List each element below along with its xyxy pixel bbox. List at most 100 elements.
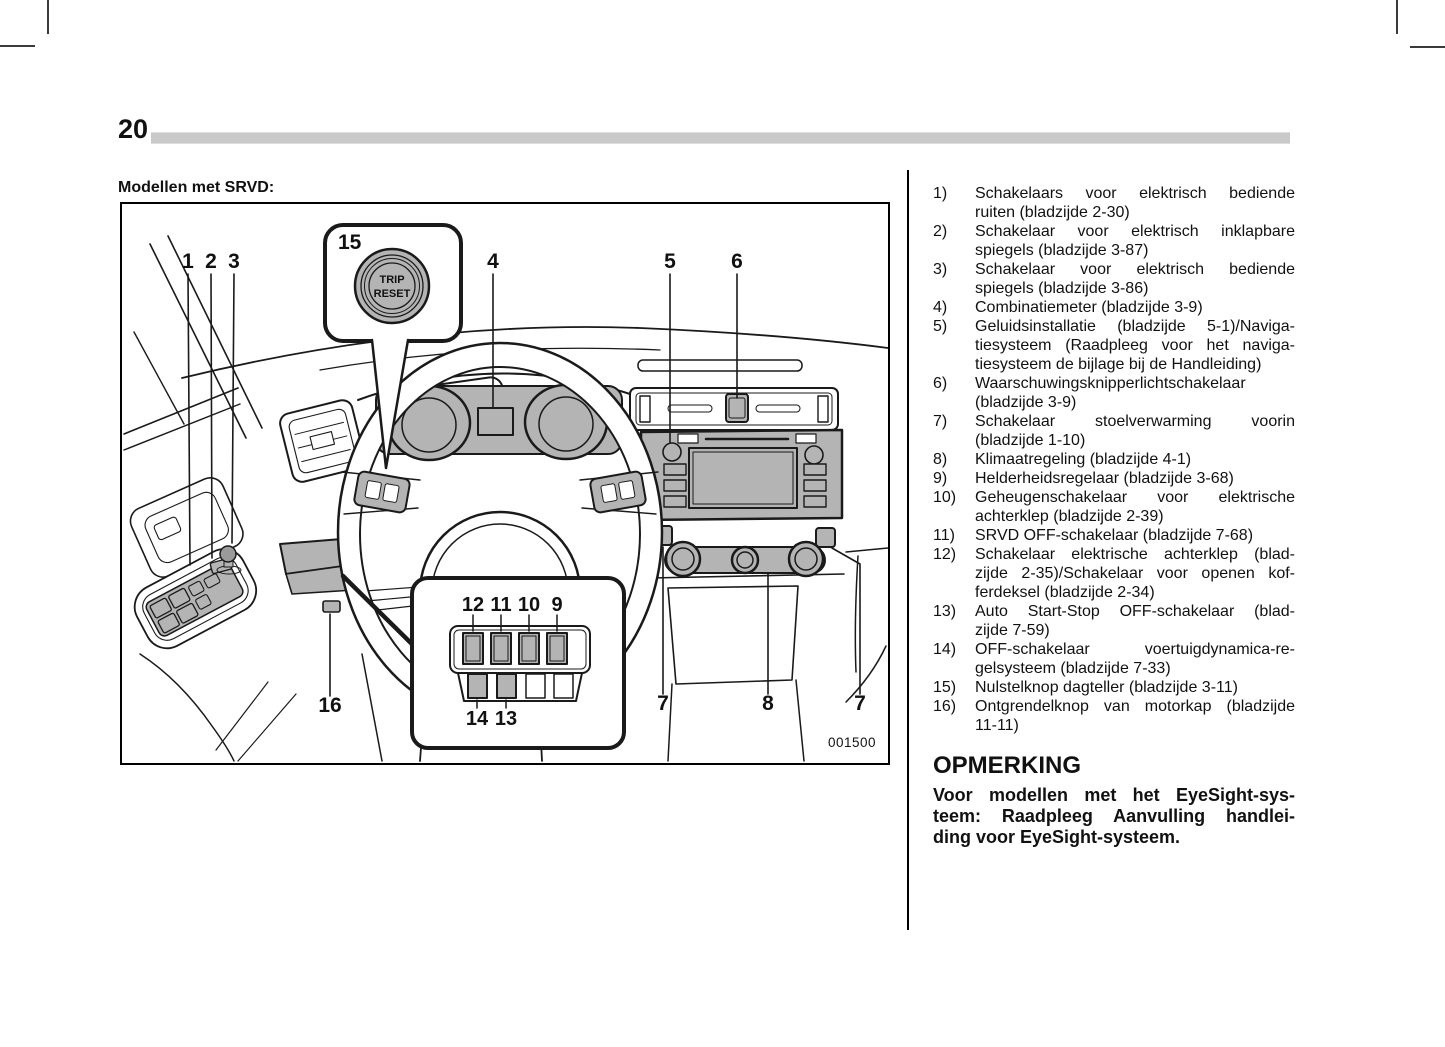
- legend-item-number: 5): [933, 318, 948, 335]
- legend-item-line: Auto Start-Stop OFF-schakelaar (blad-: [975, 603, 1295, 620]
- figure-caption: Modellen met SRVD:: [118, 179, 275, 196]
- lower-console-recess: [667, 585, 799, 685]
- legend-item: 9)Helderheidsregelaar (bladzijde 3-68): [933, 469, 1295, 488]
- note-line: Voor modellen met het EyeSight-sys-: [933, 785, 1295, 805]
- crop-mark-top-left-horizontal: [0, 45, 35, 47]
- legend-item-line: spiegels (bladzijde 3-86): [975, 280, 1149, 297]
- switch-bank-inset: 12 11 10 9 14 13: [340, 573, 626, 750]
- switch-13: [496, 673, 517, 699]
- legend-item-number: 14): [933, 641, 957, 658]
- legend-item: 3) Schakelaar voor elektrisch bediende spi…: [933, 260, 1295, 298]
- switch-12: [462, 632, 484, 665]
- hood-release-lever: [322, 600, 341, 613]
- legend-item: 12) Schakelaar elektrische achterklep (bl…: [933, 545, 1295, 602]
- trip-reset-inset: 15 TRIP RESET: [323, 223, 463, 470]
- legend-item-number: 16): [933, 698, 957, 715]
- legend-item-number: 7): [933, 413, 948, 430]
- legend-item-number: 12): [933, 546, 957, 563]
- legend-item-line: Schakelaar voor elektrisch inklapbare: [975, 223, 1295, 240]
- legend-list: 1) Schakelaars voor elektrisch bediende ru…: [933, 184, 1295, 735]
- legend-item-line: OFF-schakelaar voertuigdynamica-re-: [975, 641, 1295, 658]
- legend-item-number: 2): [933, 223, 948, 240]
- callout-2-label: 2: [205, 250, 217, 273]
- legend-item-line: spiegels (bladzijde 3-87): [975, 242, 1149, 259]
- seat-heater-switch-right: [815, 527, 836, 548]
- legend-item-line: Schakelaars voor elektrisch bediende: [975, 185, 1295, 202]
- switch-14: [467, 673, 488, 699]
- legend-item-line: Helderheidsregelaar (bladzijde 3-68): [975, 470, 1234, 487]
- legend-item-line: Nulstelknop dagteller (bladzijde 3-11): [975, 679, 1238, 696]
- legend-item-line: (bladzijde 1-10): [975, 432, 1086, 449]
- dashboard-art: [139, 326, 888, 762]
- trip-label: TRIP: [379, 274, 404, 286]
- note-heading: OPMERKING: [933, 752, 1082, 779]
- legend-item-line: Ontgrendelknop van motorkap (bladzijde: [975, 698, 1295, 715]
- legend-item-line: 11-11): [975, 717, 1019, 734]
- window-switch-panel: [133, 548, 258, 650]
- legend-item: 8)Klimaatregeling (bladzijde 4-1): [933, 450, 1295, 469]
- center-stack: [629, 387, 844, 578]
- legend-item-line: zijde 2-35)/Schakelaar voor openen kof-: [975, 565, 1295, 582]
- legend-column: 1) Schakelaars voor elektrisch bediende ru…: [933, 184, 1295, 848]
- callout-14-label: 14: [466, 708, 489, 730]
- callout-6-label: 6: [731, 250, 743, 273]
- switch-blank-2: [553, 673, 574, 699]
- legend-item-line: zijde 7-59): [975, 622, 1050, 639]
- legend-item-line: Schakelaar stoelverwarming voorin: [975, 413, 1295, 430]
- legend-item: 13) Auto Start-Stop OFF-schakelaar (blad-…: [933, 602, 1295, 640]
- legend-item: 1) Schakelaars voor elektrisch bediende ru…: [933, 184, 1295, 222]
- legend-item-line: achterklep (bladzijde 2-39): [975, 508, 1164, 525]
- switch-9: [546, 632, 568, 665]
- legend-item: 5)Geluidsinstallatie (bladzijde 5-1)/Nav…: [933, 317, 1295, 374]
- left-spoke-switches: [353, 470, 411, 514]
- legend-item: 15) Nulstelknop dagteller (bladzijde 3-11…: [933, 678, 1295, 697]
- legend-item: 7) Schakelaar stoelverwarming voorin (blad…: [933, 412, 1295, 450]
- legend-item-number: 6): [933, 375, 948, 392]
- reset-label: RESET: [374, 288, 411, 300]
- switch-blank-1: [525, 673, 546, 699]
- legend-item-number: 13): [933, 603, 957, 620]
- legend-item-line: tiesysteem (Raadpleeg voor het naviga-: [975, 337, 1295, 354]
- dashboard-diagram-svg: 1 2 3 4 5 6 7 8 7 16 15: [123, 223, 888, 762]
- callouts: 1 2 3 4 5 6 7 8 7 16: [182, 250, 866, 717]
- legend-item-number: 10): [933, 489, 957, 506]
- legend-item-number: 1): [933, 185, 948, 202]
- page-number: 20: [118, 114, 149, 144]
- note-line: ding voor EyeSight-systeem.: [933, 827, 1181, 847]
- legend-item-line: Schakelaar elektrische achterklep (blad-: [975, 546, 1295, 563]
- callout-7-left-label: 7: [657, 692, 669, 715]
- crop-mark-top-left-vertical: [47, 0, 49, 34]
- crop-mark-top-right-horizontal: [1410, 46, 1445, 48]
- crop-mark-top-right-vertical: [1396, 0, 1398, 34]
- callout-5-label: 5: [664, 250, 676, 273]
- note-line: teem: Raadpleeg Aanvulling handlei-: [933, 806, 1295, 826]
- callout-1-label: 1: [182, 250, 194, 273]
- callout-11-label: 11: [490, 594, 511, 616]
- legend-item-number: 11): [933, 527, 955, 544]
- legend-item-line: tiesysteem de bijlage bij de Handleiding…: [975, 356, 1262, 373]
- legend-item-line: Schakelaar voor elektrisch bediende: [975, 261, 1295, 278]
- legend-item-line: SRVD OFF-schakelaar (bladzijde 7-68): [975, 527, 1254, 544]
- cluster-display: [477, 407, 514, 436]
- legend-item-line: ruiten (bladzijde 2-30): [975, 204, 1130, 221]
- callout-13-label: 13: [495, 708, 517, 730]
- legend-item: 11) SRVD OFF-schakelaar (bladzijde 7-68): [933, 526, 1295, 545]
- legend-item-number: 3): [933, 261, 948, 278]
- audio-screen: [688, 447, 798, 509]
- legend-item-line: Waarschuwingsknipperlichtschakelaar: [975, 375, 1246, 392]
- switch-11: [490, 632, 512, 665]
- note-body: Voor modellen met het EyeSight-sys-teem:…: [933, 785, 1295, 848]
- climate-control: [664, 540, 826, 578]
- callout-9-label: 9: [551, 594, 562, 616]
- mirror-control-knob: [216, 545, 242, 575]
- trip-reset-button: TRIP RESET: [353, 247, 431, 325]
- callout-10-label: 10: [518, 594, 540, 616]
- legend-item-number: 15): [933, 679, 957, 696]
- legend-item: 14)OFF-schakelaar voertuigdynamica-re-ge…: [933, 640, 1295, 678]
- legend-item-number: 8): [933, 451, 948, 468]
- callout-16-label: 16: [318, 694, 341, 717]
- column-separator-rule: [907, 170, 909, 930]
- header-rule-bar: [151, 132, 1290, 144]
- legend-item-line: (bladzijde 3-9): [975, 394, 1077, 411]
